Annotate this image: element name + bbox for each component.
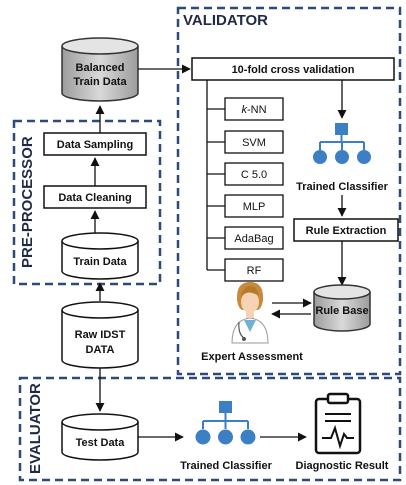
train-data-cylinder: Train Data xyxy=(61,232,139,280)
adabag-label: AdaBag xyxy=(234,233,273,245)
raw-label-2: DATA xyxy=(86,344,115,356)
clipboard-icon xyxy=(314,392,362,455)
cross-validation-box xyxy=(191,57,395,81)
doctor-icon xyxy=(231,282,269,344)
trained-classifier-evaluator-label: Trained Classifier xyxy=(180,460,272,472)
algorithm-svm: SVM xyxy=(207,130,284,154)
balanced-label-1: Balanced xyxy=(76,62,125,74)
rule-extraction-box xyxy=(293,218,399,242)
expert-assessment-label: Expert Assessment xyxy=(201,351,303,363)
evaluator-section-border xyxy=(18,376,402,482)
validator-section-border xyxy=(176,6,402,376)
validator-title: VALIDATOR xyxy=(183,12,268,29)
rule-base-cylinder: Rule Base xyxy=(313,284,371,332)
raw-label-1: Raw IDST xyxy=(75,329,126,341)
algorithm-knn: k-NN xyxy=(207,97,284,121)
c50-label: C 5.0 xyxy=(241,169,267,181)
data-cleaning-label: Data Cleaning xyxy=(58,192,131,204)
raw-idst-data-cylinder: Raw IDST DATA xyxy=(61,301,139,369)
algorithm-adabag: AdaBag xyxy=(207,226,284,250)
knn-prefix: k xyxy=(241,104,247,116)
diagnostic-result-label: Diagnostic Result xyxy=(296,460,389,472)
preprocessor-section-border xyxy=(12,119,162,286)
svg-text:k-NN: k-NN xyxy=(241,104,266,116)
rule-base-label: Rule Base xyxy=(315,305,368,317)
algorithm-rf: RF xyxy=(207,258,284,282)
test-data-cylinder: Test Data xyxy=(61,413,139,461)
algorithm-c50: C 5.0 xyxy=(207,162,284,186)
rule-extraction-label: Rule Extraction xyxy=(306,225,387,237)
knn-suffix: -NN xyxy=(247,104,267,116)
svm-label: SVM xyxy=(242,137,266,149)
train-data-label: Train Data xyxy=(73,256,127,268)
evaluator-title: EVALUATOR xyxy=(27,383,44,474)
tree-network-icon xyxy=(313,123,371,164)
tree-network-icon xyxy=(195,401,256,445)
data-sampling-label: Data Sampling xyxy=(57,139,133,151)
rf-label: RF xyxy=(247,265,262,277)
cross-validation-label: 10-fold cross validation xyxy=(232,64,355,76)
balanced-label-2: Train Data xyxy=(73,76,127,88)
trained-classifier-validator-label: Trained Classifier xyxy=(296,181,388,193)
algorithm-mlp: MLP xyxy=(207,194,284,218)
test-data-label: Test Data xyxy=(76,437,126,449)
mlp-label: MLP xyxy=(243,201,266,213)
preprocessor-title: PRE-PROCESSOR xyxy=(19,136,36,268)
data-sampling-box xyxy=(43,132,147,156)
balanced-train-data-cylinder: Balanced Train Data xyxy=(61,37,139,102)
